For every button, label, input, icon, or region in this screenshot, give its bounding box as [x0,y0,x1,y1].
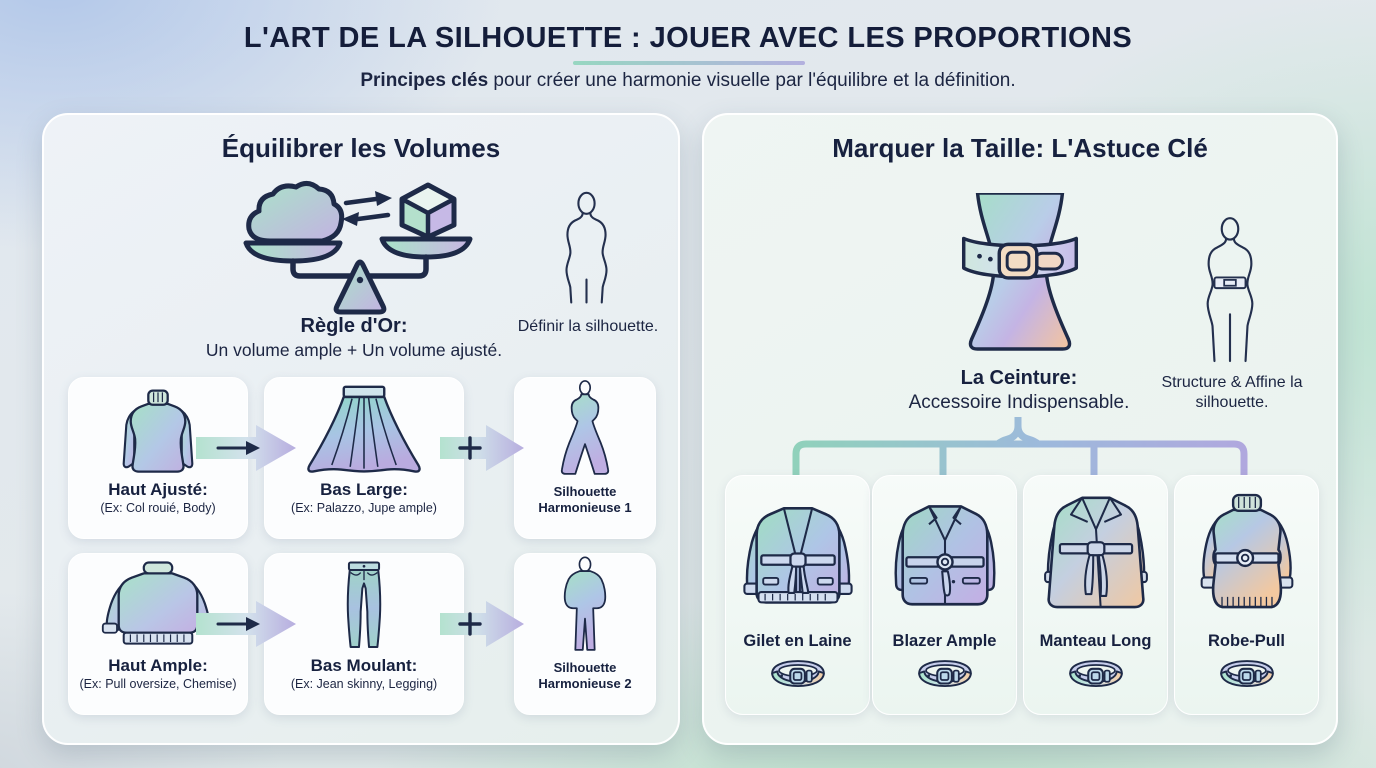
cube-icon [399,182,457,240]
card-title: Bas Moulant: [310,656,418,675]
oversized-sweater-icon [101,561,215,645]
ceinture-block: La Ceinture: Accessoire Indispensable. [814,367,1224,414]
belted-long-coat-icon [1043,496,1148,609]
card-blazer-ample: Blazer Ample [872,475,1017,715]
ceinture-title: La Ceinture: [960,367,1078,389]
garment-label: Manteau Long [1039,632,1152,650]
belt-icon [917,660,972,688]
card-example: (Ex: Pull oversize, Chemise) [79,677,237,691]
card-title: Haut Ample: [108,656,208,675]
card-silhouette-1: Silhouette Harmonieuse 1 [514,377,656,539]
exchange-arrows-icon [342,191,392,226]
arrow-icon [196,425,296,471]
card-bas-moulant: Bas Moulant: (Ex: Jean skinny, Legging) [264,553,464,715]
garment-label: Blazer Ample [892,632,997,650]
left-panel-title: Équilibrer les Volumes [221,133,501,163]
card-bas-large: Bas Large: (Ex: Palazzo, Jupe ample) [264,377,464,539]
golden-rule-block: Règle d'Or: Un volume ample + Un volume … [114,315,594,361]
card-example: (Ex: Palazzo, Jupe ample) [291,501,437,515]
plus-arrow-icon [440,425,524,471]
combo-row-1: Haut Ajusté: (Ex: Col rouié, Body) Bas L… [44,377,678,539]
belt-icon [1068,660,1123,688]
card-title: Bas Large: [320,480,408,499]
card-robe-pull: Robe-Pull [1174,475,1319,715]
right-panel-title: Marquer la Taille: L'Astuce Clé [832,133,1208,163]
cloud-icon [246,181,345,244]
title-underline [573,61,805,65]
belted-body-outline-icon [1206,217,1254,363]
card-example: (Ex: Col rouié, Body) [100,501,216,515]
garment-label: Gilet en Laine [743,632,852,650]
scale-fulcrum [333,259,387,315]
panel-marquer-taille: Marquer la Taille: L'Astuce Clé La [702,113,1338,745]
card-title: Haut Ajusté: [108,480,208,499]
silhouette-harmonieuse-2-icon [563,556,607,651]
balance-scale-icon [243,181,473,315]
card-silhouette-2: Silhouette Harmonieuse 2 [514,553,656,715]
card-result-label: Silhouette Harmonieuse 2 [538,660,632,692]
connector-tree [792,417,1248,475]
structure-affine-caption: Structure & Affine la silhouette. [1161,374,1303,412]
card-manteau-long: Manteau Long [1023,475,1168,715]
belt-icon [1219,660,1274,688]
silhouette-harmonieuse-1-icon [560,380,610,475]
waist-belt-illustration [961,193,1079,351]
panel-equilibrer-volumes: Équilibrer les Volumes [42,113,680,745]
define-silhouette-caption: Définir la silhouette. [517,318,659,335]
belted-blazer-icon [894,505,995,606]
page-subtitle: Principes clés pour créer une harmonie v… [0,70,1376,92]
subtitle-lead: Principes clés [360,70,489,91]
golden-rule-title: Règle d'Or: [300,315,408,337]
skinny-jeans-icon [346,561,382,648]
belted-cardigan-icon [742,507,853,604]
belt-icon [770,660,825,688]
arrow-icon [196,601,296,647]
belt-buckle [997,242,1039,280]
garment-label: Robe-Pull [1208,632,1285,650]
palazzo-pants-icon [307,385,421,473]
plus-arrow-icon [440,601,524,647]
card-example: (Ex: Jean skinny, Legging) [290,677,438,691]
belted-sweater-dress-icon [1200,493,1293,609]
card-gilet-en-laine: Gilet en Laine [725,475,870,715]
turtleneck-top-icon [122,389,194,473]
subtitle-rest: pour créer une harmonie visuelle par l'é… [488,70,1016,91]
golden-rule-text: Un volume ample + Un volume ajusté. [205,340,503,360]
page-title: L'ART DE LA SILHOUETTE : JOUER AVEC LES … [243,22,1133,54]
belt-tip [1033,251,1064,271]
ceinture-text: Accessoire Indispensable. [908,392,1130,413]
body-outline-icon [565,191,608,304]
combo-row-2: Haut Ample: (Ex: Pull oversize, Chemise) [44,553,678,715]
card-result-label: Silhouette Harmonieuse 1 [538,484,632,516]
